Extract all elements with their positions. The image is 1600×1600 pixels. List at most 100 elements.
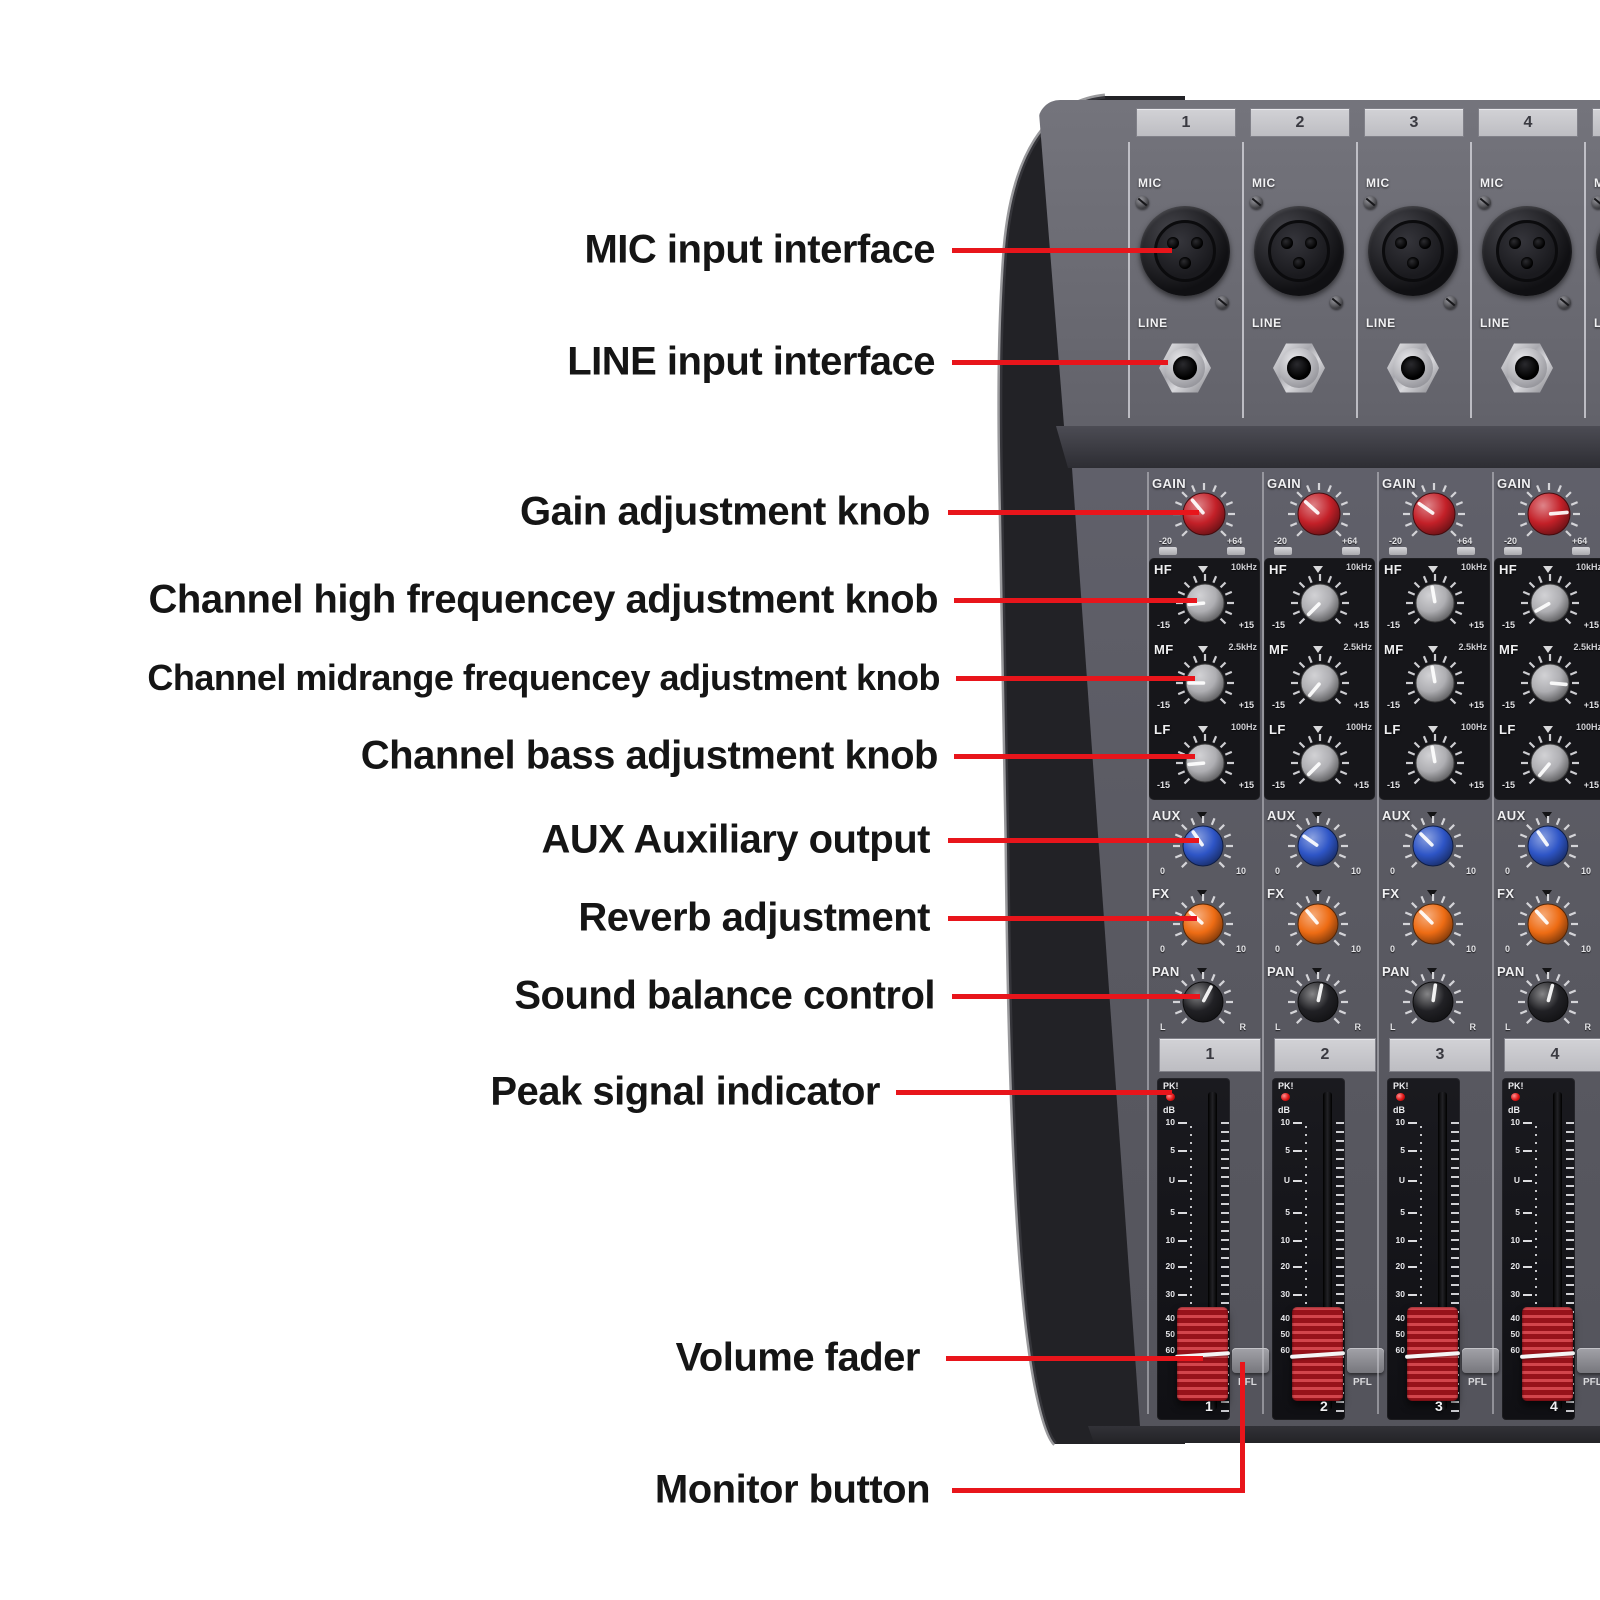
knob-center-marker-icon [1198,646,1208,653]
aux-knob-graphic [1173,816,1233,868]
gain-knob-label: GAIN [1382,476,1417,491]
annotation-vline-monitor [1240,1362,1245,1492]
channel-separator [1242,142,1244,418]
fader-scale-number: 40 [1165,1313,1175,1323]
fx-min-label: 0 [1505,944,1511,954]
hf-max-label: +15 [1583,620,1599,630]
xlr-pin [1395,237,1407,249]
aux-max-label: 10 [1350,866,1361,876]
annotation-line-mic-input [952,247,1172,253]
knob-center-marker-icon [1198,566,1208,573]
lf-max-label: +15 [1353,780,1369,790]
volume-fader-cap [1519,1307,1576,1401]
pan-knob [1400,969,1466,1040]
mic-xlr-connector [1254,206,1344,296]
lf-min-label: -15 [1272,780,1286,790]
fx-max-label: 10 [1465,944,1476,954]
lf-knob [1288,731,1352,800]
mic-label: MIC [1594,176,1600,190]
mf-frequency-label: 2.5kHz [1573,642,1600,652]
annotation-line-monitor [952,1487,1245,1493]
pan-min-label: L [1390,1022,1396,1032]
hf-min-label: -15 [1272,620,1286,630]
pan-knob-graphic [1288,972,1348,1024]
lf-frequency-label: 100Hz [1575,722,1600,732]
pan-min-label: L [1275,1022,1281,1032]
aux-max-label: 10 [1580,866,1591,876]
aux-max-label: 10 [1465,866,1476,876]
xlr-pin [1419,237,1431,249]
fader-scale-tick [1178,1212,1187,1214]
pan-max-label: R [1239,1022,1247,1032]
fader-scale-tick [1408,1240,1417,1242]
xlr-pin [1191,237,1203,249]
fx-knob [1285,891,1351,962]
mf-knob-label: MF [1269,642,1289,657]
peak-led-indicator [1511,1093,1520,1101]
knob-center-marker-icon [1312,968,1322,975]
annotation-label-mic-input: MIC input interface [584,227,935,272]
annotation-label-aux: AUX Auxiliary output [541,817,930,862]
knob-center-marker-icon [1542,890,1552,897]
screw-icon [1558,296,1571,309]
screw-icon [1478,196,1491,209]
hf-knob-graphic [1406,574,1464,625]
xlr-inner-ring [1268,220,1330,282]
mf-max-label: +15 [1238,700,1254,710]
channel-separator [1470,142,1472,418]
fader-scale-number: 50 [1395,1329,1405,1339]
fader-slot [1438,1092,1447,1410]
fx-min-label: 0 [1390,944,1396,954]
mf-knob-graphic [1406,654,1464,705]
annotation-label-hf: Channel high frequencey adjustment knob [148,577,939,622]
line-jack-connector [1273,343,1325,393]
channel-separator [1128,142,1130,418]
peak-led-indicator [1396,1093,1405,1101]
gain-knob-graphic [1518,483,1580,537]
hf-knob-graphic [1176,574,1234,625]
channel-number-strip: 2 [1274,1038,1376,1072]
xlr-pin [1305,237,1317,249]
fader-slot [1323,1092,1332,1410]
hf-frequency-label: 10kHz [1345,562,1372,572]
fader-scale-number: U [1513,1175,1520,1185]
aux-knob [1170,813,1236,884]
hf-knob-label: HF [1499,562,1518,577]
channel-separator [1377,472,1379,1414]
fader-scale-number: 10 [1510,1117,1520,1127]
fader-scale-number: 10 [1165,1117,1175,1127]
fx-min-label: 0 [1275,944,1281,954]
screw-icon [1364,196,1377,209]
fx-knob-label: FX [1382,886,1400,901]
annotation-label-monitor: Monitor button [654,1467,931,1512]
fader-scale-tick [1408,1294,1417,1296]
fader-minor-ticks [1190,1126,1192,1356]
lf-frequency-label: 100Hz [1345,722,1372,732]
gain-min-label: -20 [1389,536,1403,546]
pan-knob-label: PAN [1382,964,1410,979]
channel-number-bottom: 1 [1205,1398,1213,1414]
fader-scale-number: 10 [1280,1117,1290,1127]
fader-scale-number: 50 [1165,1329,1175,1339]
knob-center-marker-icon [1543,646,1553,653]
screw-icon [1330,296,1343,309]
channel-number-strip: 3 [1389,1038,1491,1072]
peak-label: PK! [1278,1081,1294,1091]
mf-knob-label: MF [1499,642,1519,657]
gain-mic-chip [1504,547,1522,555]
pan-max-label: R [1584,1022,1592,1032]
fx-max-label: 10 [1580,944,1591,954]
fader-scale-number: 5 [1285,1145,1290,1155]
peak-led-indicator [1166,1093,1175,1101]
pfl-label: PFL [1468,1377,1487,1388]
mf-knob-graphic [1521,654,1579,705]
fx-knob-graphic [1288,894,1348,946]
mf-frequency-label: 2.5kHz [1458,642,1487,652]
db-label: dB [1163,1105,1175,1115]
channel-number-header: 3 [1364,108,1464,137]
annotation-label-lf: Channel bass adjustment knob [360,733,939,778]
fader-scale-number: 5 [1285,1207,1290,1217]
channel-number-bottom: 2 [1320,1398,1328,1414]
